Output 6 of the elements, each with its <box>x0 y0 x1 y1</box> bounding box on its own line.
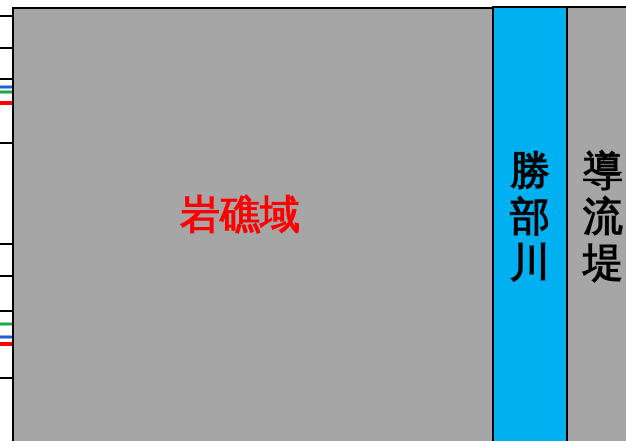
reef-area <box>12 7 494 441</box>
training-wall-area <box>566 6 626 441</box>
wall-label: 導流堤 <box>582 148 624 286</box>
area-label: 岩礁域 <box>180 192 300 238</box>
river-band <box>492 6 568 441</box>
river-label: 勝部川 <box>509 148 551 286</box>
